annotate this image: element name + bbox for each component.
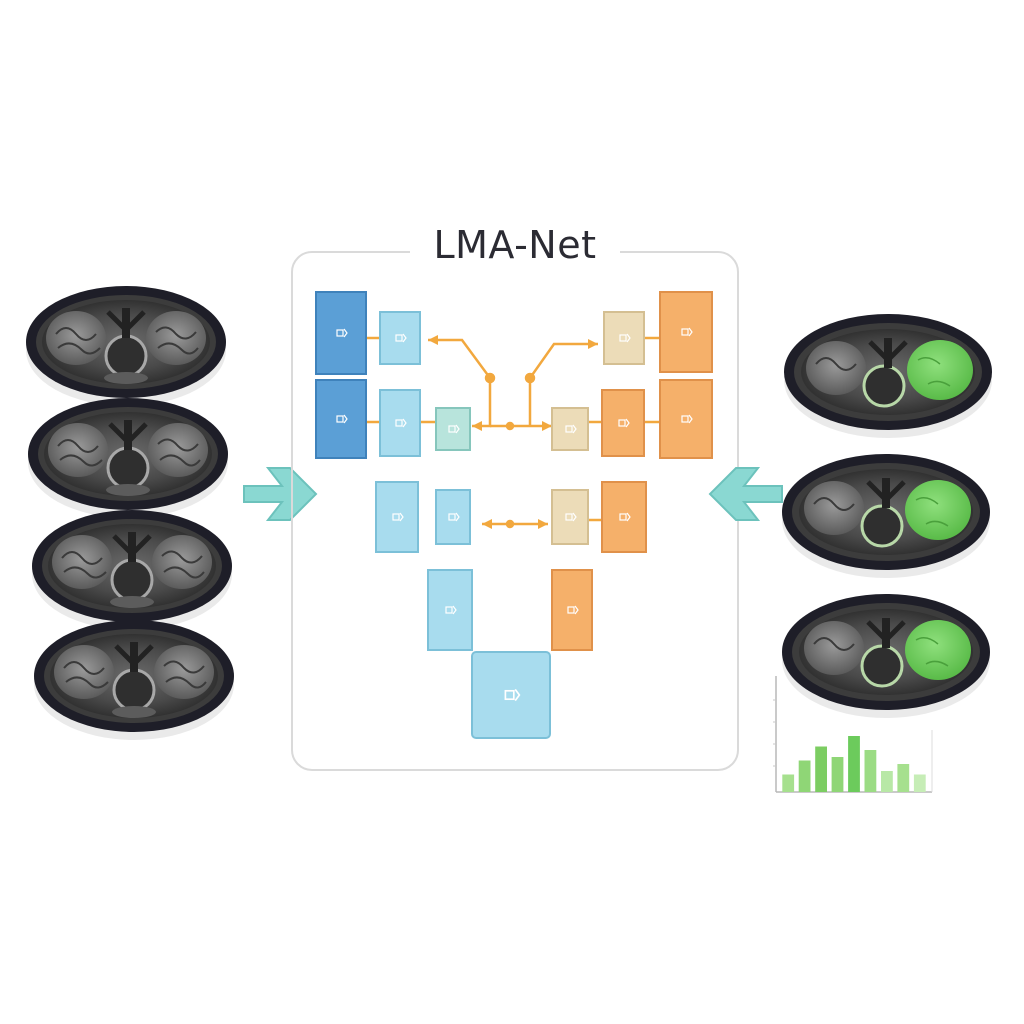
decoder-block <box>551 489 589 545</box>
chart-bar <box>913 774 926 792</box>
chart-bar <box>897 764 910 792</box>
encoder-block <box>379 389 421 457</box>
chart-bar <box>848 736 860 792</box>
decoder-block <box>659 379 713 459</box>
encoder-block <box>315 291 367 375</box>
chart-bar <box>815 746 827 792</box>
bar-chart-icon <box>773 676 933 793</box>
bottleneck-block <box>471 651 551 739</box>
decoder <box>551 291 713 651</box>
mri-scan-icon <box>32 510 232 630</box>
decoder-block <box>601 481 647 553</box>
chart-bar <box>881 771 893 792</box>
input-mri-stack <box>26 286 234 740</box>
encoder-block <box>427 569 473 651</box>
decoder-block <box>551 569 593 651</box>
decoder-block <box>603 311 645 365</box>
encoder-block <box>435 489 471 545</box>
segmented-scan-icon <box>782 594 990 718</box>
mri-scan-icon <box>26 286 226 406</box>
encoder <box>315 291 473 651</box>
encoder-block <box>379 311 421 365</box>
output-segmentation-stack <box>782 314 992 718</box>
chart-bar <box>798 760 811 792</box>
diagram-title: LMA-Net <box>410 222 620 268</box>
decoder-block <box>551 407 589 451</box>
decoder-block <box>659 291 713 373</box>
encoder-block <box>315 379 367 459</box>
skip-connections <box>366 335 660 529</box>
input-arrow <box>243 467 318 521</box>
chart-bar <box>831 757 844 792</box>
decoder-block <box>601 389 645 457</box>
segmented-scan-icon <box>784 314 992 438</box>
encoder-block <box>375 481 419 553</box>
chart-bar <box>782 774 795 792</box>
chart-y-ticks <box>773 699 776 767</box>
output-arrow <box>708 467 783 521</box>
encoder-block <box>435 407 471 451</box>
chart-bar <box>864 750 877 792</box>
mri-scan-icon <box>28 398 228 518</box>
segmented-scan-icon <box>782 454 990 578</box>
mri-scan-icon <box>34 620 234 740</box>
